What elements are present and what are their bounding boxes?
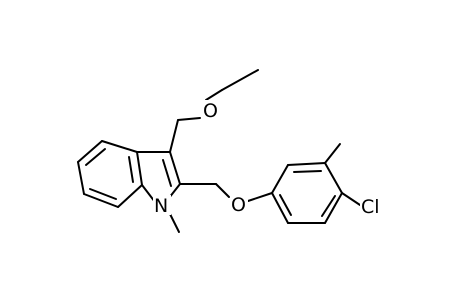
bond-aryl-methyl bbox=[324, 143, 341, 164]
bond-o-aryl bbox=[247, 192, 273, 202]
bond-benzo-inner-1 bbox=[85, 148, 106, 166]
chlorine-bg bbox=[360, 196, 384, 217]
ether-oxygen-bg bbox=[202, 100, 220, 120]
bond-benzo-6 bbox=[136, 151, 143, 186]
bond-c3-c2-double bbox=[162, 159, 172, 187]
bond-o-ch2 bbox=[177, 117, 201, 121]
bond-ethyl-o bbox=[205, 89, 223, 101]
bond-aryl-inner-3 bbox=[279, 194, 292, 216]
chlorine-label: Cl bbox=[361, 196, 380, 218]
aryl-ether-oxygen-label: O bbox=[231, 194, 246, 216]
bond-benzo-2 bbox=[77, 140, 103, 163]
bond-aryl-2 bbox=[287, 162, 326, 166]
bond-aryl-cl bbox=[341, 192, 361, 206]
bond-aryl-inner-2 bbox=[321, 195, 336, 217]
aryl-ether-oxygen-bg bbox=[230, 194, 248, 214]
bond-n-methyl bbox=[169, 213, 180, 233]
bond-aryl-4 bbox=[324, 192, 343, 224]
bond-aryl-3 bbox=[324, 162, 343, 194]
indole-nitrogen-bg bbox=[153, 195, 171, 215]
bond-benzo-inner-3 bbox=[128, 156, 134, 183]
bond-aryl-1 bbox=[271, 164, 289, 194]
bond-ethyl-ch3 bbox=[221, 69, 259, 91]
bond-aryl-inner-1 bbox=[293, 170, 322, 173]
bond-benzo-inner-2 bbox=[89, 188, 117, 200]
bond-ch2-c3 bbox=[169, 119, 179, 153]
indole-nitrogen-label: N bbox=[154, 195, 168, 217]
bond-benzo-3 bbox=[77, 161, 85, 195]
bond-aryl-6 bbox=[271, 192, 289, 224]
bond-ch2-o bbox=[215, 183, 230, 198]
bond-n1-c7a bbox=[141, 184, 156, 203]
bond-benzo-5 bbox=[117, 184, 143, 208]
bond-benzo-1 bbox=[101, 140, 138, 153]
ether-oxygen-label: O bbox=[203, 100, 218, 122]
bond-benzo-4 bbox=[83, 193, 119, 208]
bond-c3-c2 bbox=[169, 151, 181, 185]
